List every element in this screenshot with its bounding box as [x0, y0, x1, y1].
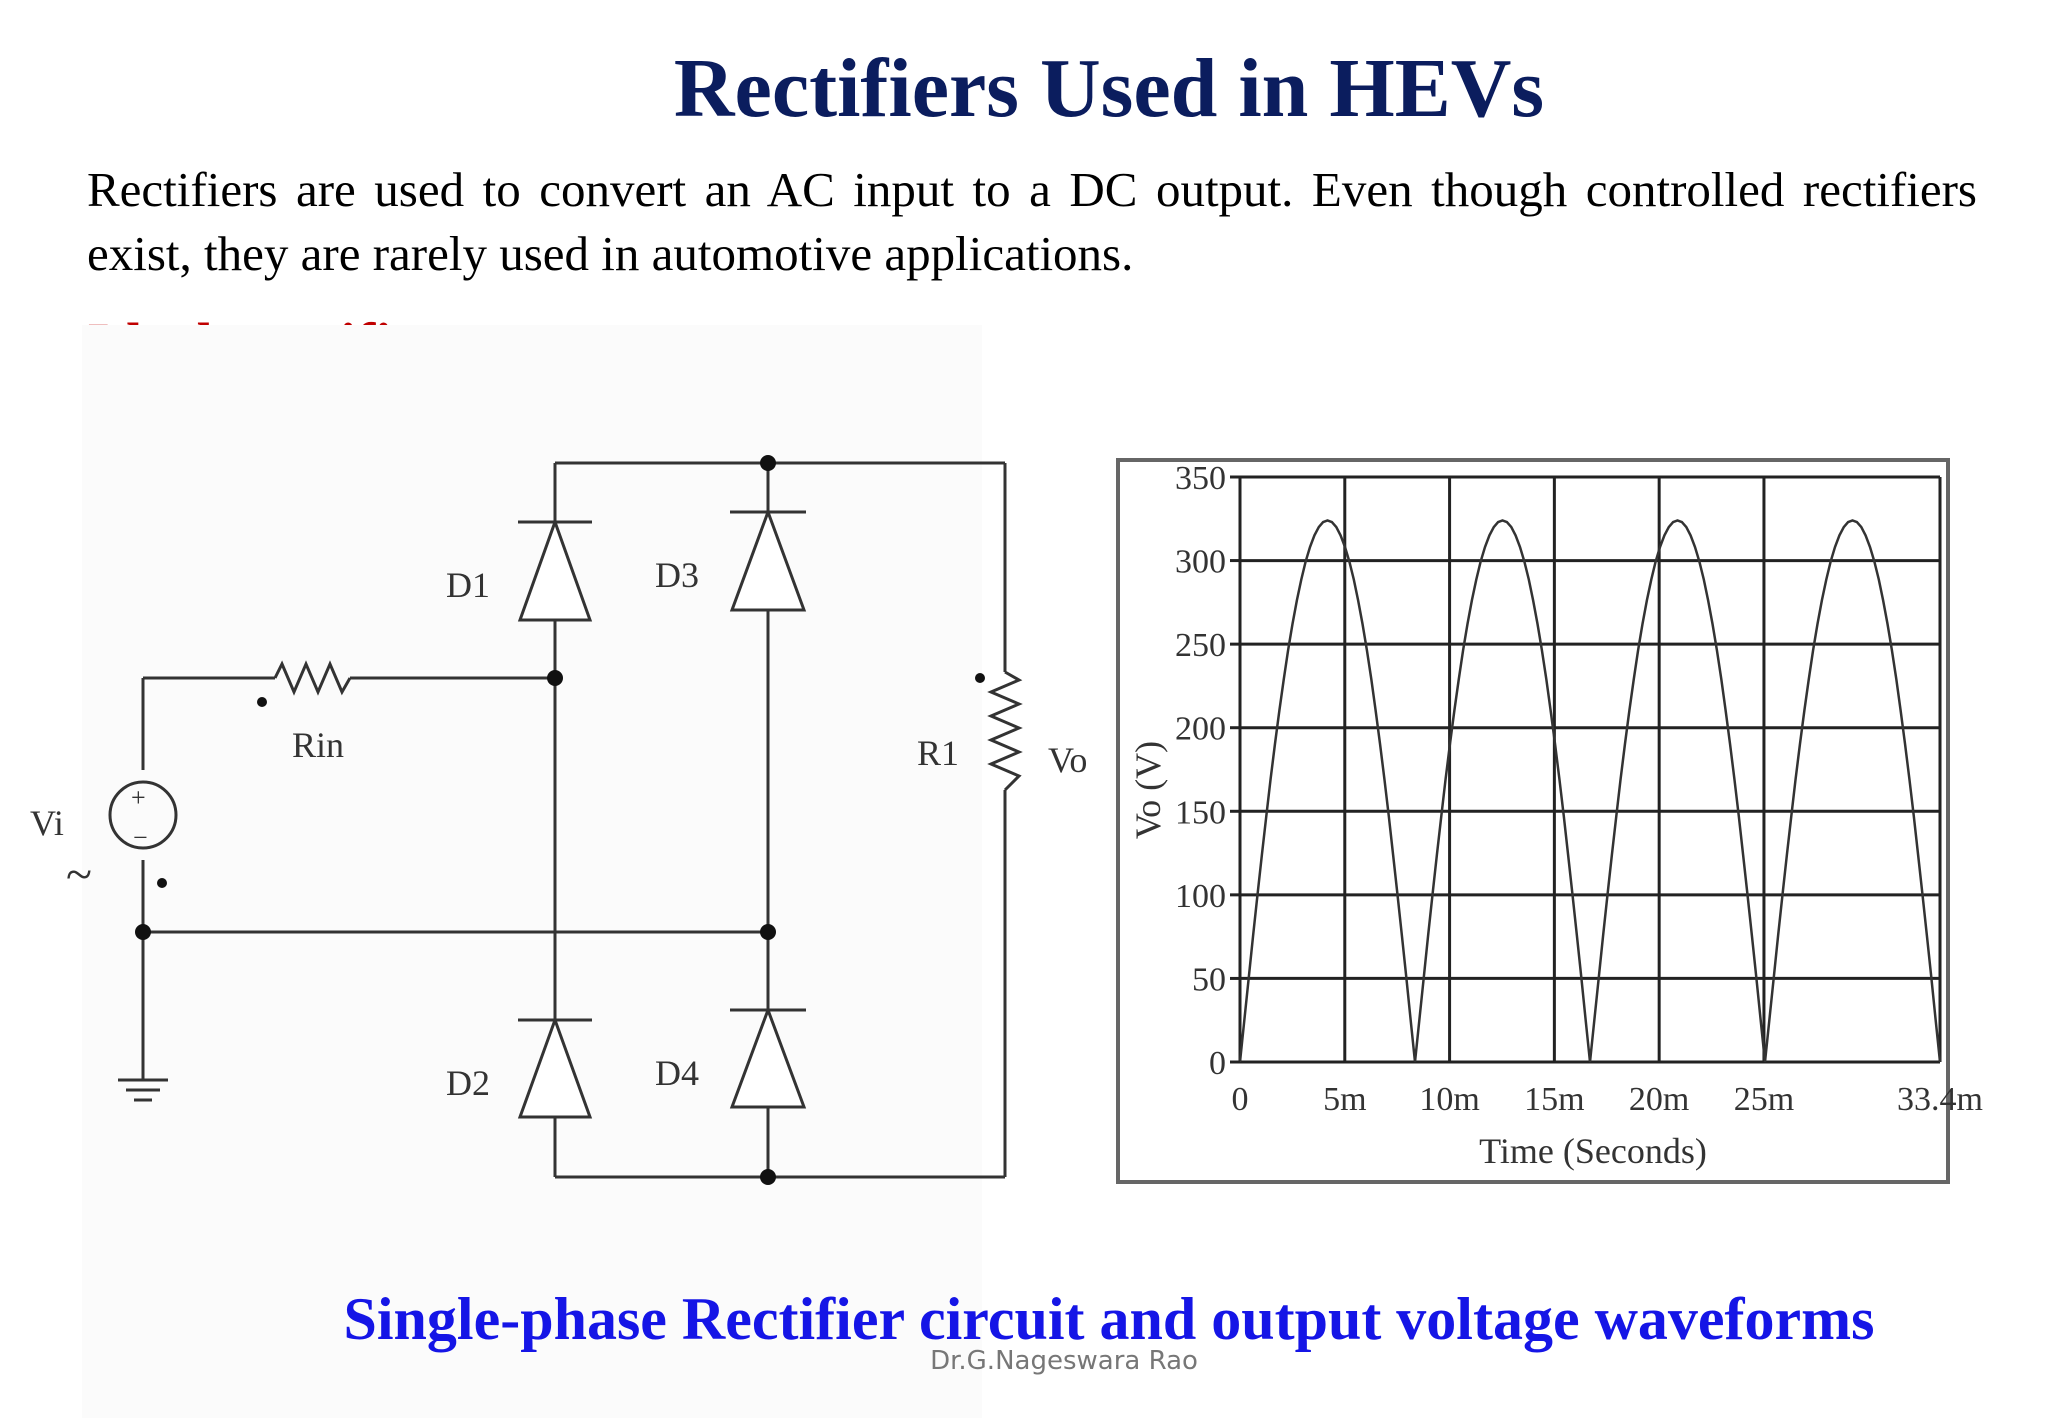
d3-diode: [729, 507, 807, 612]
terminal-dot: [975, 673, 985, 683]
y-tick-label: 0: [1209, 1045, 1226, 1082]
chart-grid: [1238, 475, 1942, 1064]
chart-series: [1238, 519, 1942, 1063]
x-tick-label: 10m: [1419, 1081, 1479, 1118]
junction-dot: [760, 455, 776, 471]
terminal-dot: [257, 697, 267, 707]
figure-caption: Single-phase Rectifier circuit and outpu…: [343, 1286, 1875, 1352]
slide-title: Rectifiers Used in HEVs: [673, 42, 1545, 135]
intro-paragraph: Rectifiers are used to convert an AC inp…: [87, 162, 1977, 281]
y-tick-label: 50: [1192, 961, 1226, 998]
d1-label: D1: [446, 565, 490, 605]
x-tick-label: 15m: [1524, 1081, 1584, 1118]
d4-label: D4: [655, 1053, 699, 1093]
y-tick-label: 200: [1175, 711, 1226, 748]
source-plus-label: +: [131, 783, 146, 812]
x-tick-label: 5m: [1323, 1081, 1366, 1118]
figure-background: [82, 325, 982, 1418]
y-tick-label: 250: [1175, 627, 1226, 664]
junction-dot: [760, 1169, 776, 1185]
x-tick-label: 33.4m: [1897, 1081, 1983, 1118]
y-tick-label: 100: [1175, 878, 1226, 915]
d1-diode: [517, 517, 593, 622]
vi-label: Vi: [30, 803, 64, 843]
d3-label: D3: [655, 555, 699, 595]
y-tick-label: 350: [1175, 460, 1226, 497]
x-tick-label: 0: [1232, 1081, 1249, 1118]
x-tick-label: 20m: [1629, 1081, 1689, 1118]
footer-author: Dr.G.Nageswara Rao: [930, 1346, 1198, 1376]
junction-dot: [135, 924, 151, 940]
ac-tilde-label: ~: [66, 848, 92, 901]
terminal-dot: [157, 878, 167, 888]
chart-frame: [1116, 458, 1950, 1184]
d2-label: D2: [446, 1063, 490, 1103]
x-axis-label: Time (Seconds): [1479, 1131, 1707, 1171]
junction-dot: [760, 924, 776, 940]
r1-resistor: [987, 670, 1023, 792]
d4-diode: [729, 1005, 807, 1109]
y-tick-label: 300: [1175, 544, 1226, 581]
output-voltage-line: [1238, 519, 1942, 1063]
rin-resistor: [273, 660, 352, 696]
vo-label: Vo: [1048, 740, 1087, 780]
r1-label: R1: [917, 733, 959, 773]
d2-diode: [517, 1015, 593, 1119]
rin-label: Rin: [292, 725, 344, 765]
x-tick-label: 25m: [1734, 1081, 1794, 1118]
chart-ticks: 0 50 100 150 200 250 300 350 0 5m 10m 15m 20m 25m 33.4…: [1175, 460, 1983, 1118]
ac-source: [108, 780, 178, 850]
y-tick-label: 150: [1175, 794, 1226, 831]
junction-dot: [547, 670, 563, 686]
y-axis-label: Vo (V): [1128, 741, 1168, 839]
source-minus-label: −: [133, 823, 148, 852]
